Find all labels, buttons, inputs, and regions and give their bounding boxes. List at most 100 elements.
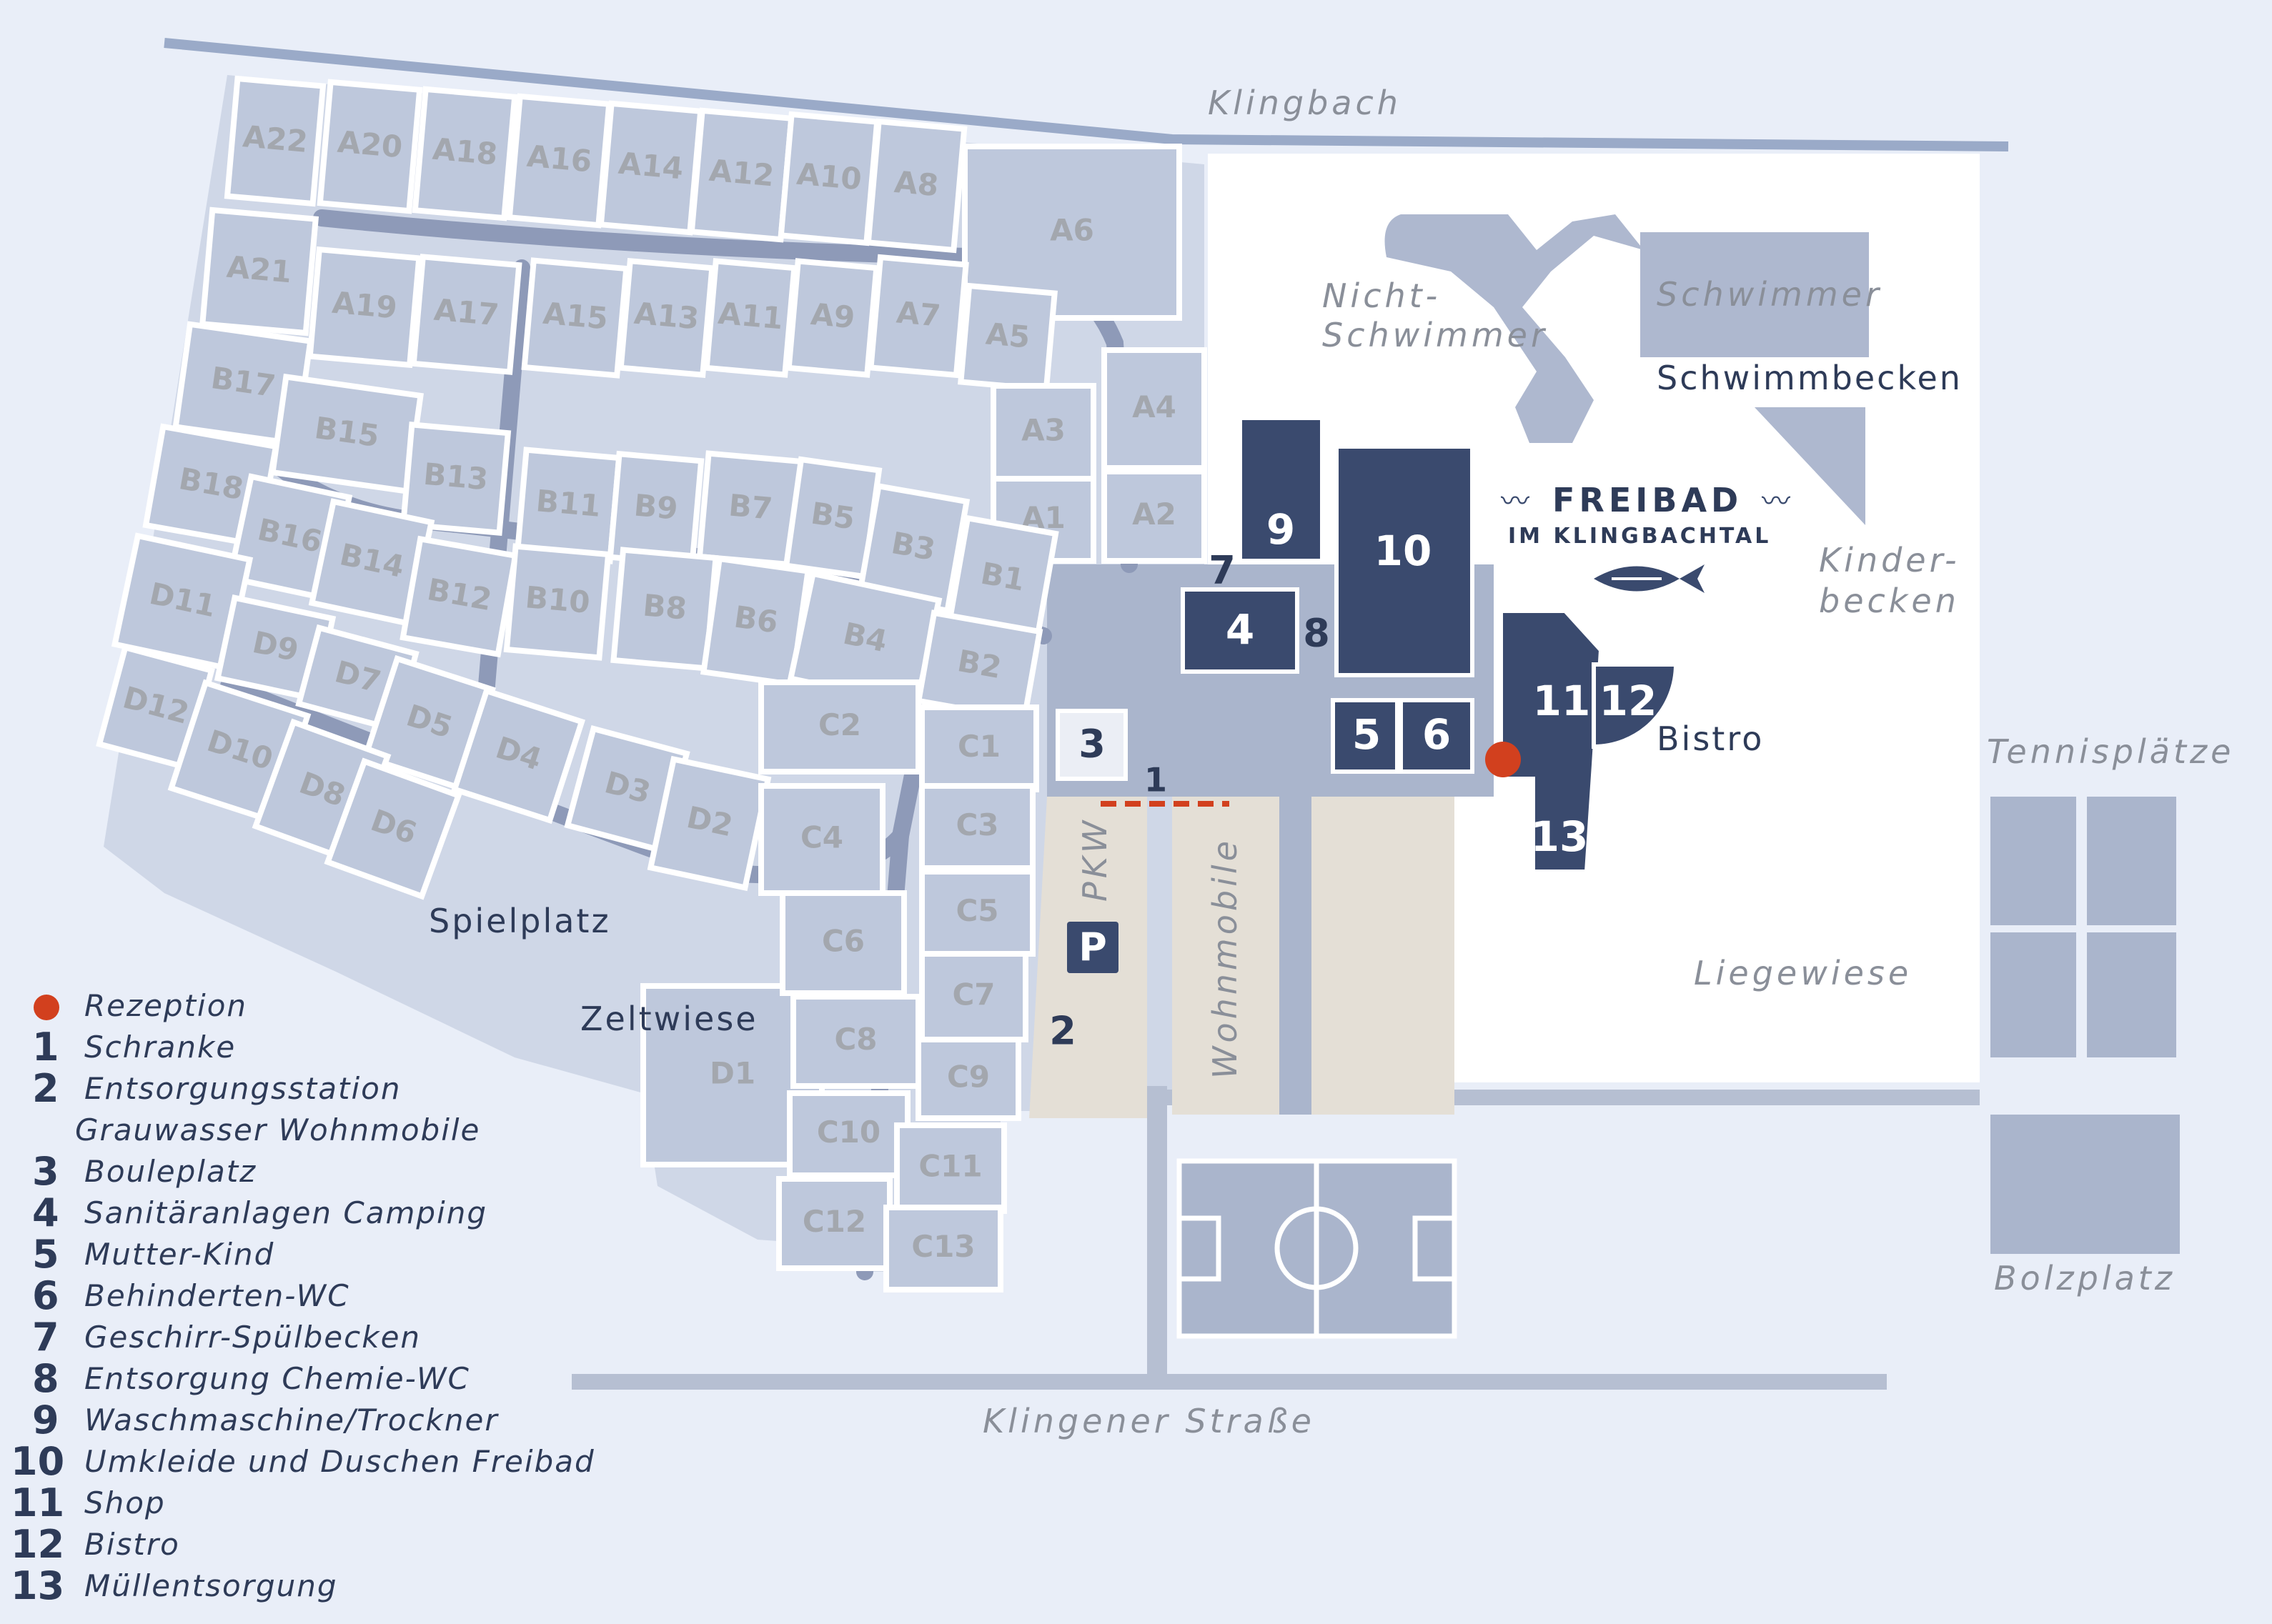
facility-11-building[interactable] [1499, 609, 1604, 874]
plot-a16[interactable]: A16 [506, 93, 612, 229]
plot-a20[interactable]: A20 [317, 79, 423, 214]
plot-c4[interactable]: C4 [758, 783, 886, 896]
tennis-courts [1990, 797, 2176, 1057]
road-klingener-strasse [572, 1374, 1887, 1390]
plot-a17[interactable]: A17 [410, 254, 522, 375]
plot-a19[interactable]: A19 [307, 246, 422, 369]
legend-key: 4 [32, 1190, 59, 1235]
kids-pool [1755, 407, 1865, 525]
plot-a6[interactable]: A6 [962, 144, 1182, 321]
facility-9-building[interactable] [1238, 416, 1324, 563]
plot-d9[interactable]: D9 [214, 594, 337, 703]
plot-label: A14 [617, 146, 685, 186]
plot-label: A22 [242, 119, 309, 159]
plot-shape [883, 1205, 1003, 1292]
facility-4-building[interactable] [1181, 587, 1299, 674]
plot-a21[interactable]: A21 [199, 206, 319, 337]
legend-key: 9 [32, 1398, 59, 1443]
plot-a18[interactable]: A18 [412, 86, 518, 221]
plot-b6[interactable]: B6 [700, 555, 812, 688]
road-label: Klingener Straße [983, 1402, 1315, 1440]
plot-c7[interactable]: C7 [919, 951, 1028, 1042]
facility-5-building[interactable] [1331, 698, 1399, 774]
plot-label: B5 [809, 496, 857, 537]
plot-label: B9 [633, 487, 679, 526]
legend-item: 4 Sanitäranlagen Camping [32, 1190, 487, 1235]
facility-10-building[interactable] [1334, 444, 1474, 677]
plot-b2[interactable]: B2 [915, 609, 1043, 723]
plot-b15[interactable]: B15 [269, 373, 424, 495]
plot-shape [868, 254, 969, 379]
plot-a14[interactable]: A14 [597, 100, 704, 236]
facility-3-boule[interactable] [1056, 709, 1128, 781]
pool-title-label: Schwimmbecken [1657, 359, 1963, 397]
facility-label-1: 1 [1144, 761, 1167, 799]
plot-b13[interactable]: B13 [400, 422, 512, 536]
plot-c9[interactable]: C9 [916, 1037, 1021, 1121]
legend-key: 5 [32, 1232, 59, 1277]
plot-a13[interactable]: A13 [617, 257, 715, 379]
plot-b17[interactable]: B17 [172, 321, 314, 447]
plot-a8[interactable]: A8 [865, 118, 968, 254]
plot-label: B8 [642, 587, 688, 626]
plot-c13[interactable]: C13 [883, 1205, 1003, 1292]
plot-a12[interactable]: A12 [688, 107, 795, 243]
plot-shape [647, 755, 772, 892]
reception-marker[interactable] [1485, 742, 1521, 777]
plot-a4[interactable]: A4 [1101, 347, 1207, 471]
plot-c5[interactable]: C5 [919, 869, 1036, 957]
plot-label: C2 [818, 707, 861, 742]
plot-b11[interactable]: B11 [514, 447, 622, 564]
access-road-vertical [1147, 1086, 1167, 1383]
legend-key: 7 [32, 1315, 59, 1360]
playground-label: Spielplatz [429, 902, 611, 940]
plot-c10[interactable]: C10 [787, 1090, 911, 1178]
plot-shape [785, 258, 880, 378]
plot-d2[interactable]: D2 [647, 755, 772, 892]
plot-label: A16 [525, 139, 593, 179]
plot-d6[interactable]: D6 [324, 757, 462, 900]
legend-label: Sanitäranlagen Camping [84, 1195, 487, 1230]
plot-label: A9 [809, 297, 856, 335]
plot-c2[interactable]: C2 [758, 679, 921, 774]
bistro-label: Bistro [1657, 719, 1764, 758]
plot-shape [324, 757, 462, 900]
plot-a7[interactable]: A7 [868, 254, 969, 379]
plot-a5[interactable]: A5 [958, 282, 1058, 393]
plot-c6[interactable]: C6 [780, 890, 907, 996]
facility-12-building[interactable] [1592, 662, 1679, 749]
plot-b10[interactable]: B10 [503, 543, 612, 661]
plot-a15[interactable]: A15 [521, 257, 630, 379]
plot-c8[interactable]: C8 [790, 994, 921, 1089]
nonswimmer-label-1: Nicht- [1322, 277, 1441, 315]
legend-label: Bistro [84, 1527, 180, 1562]
plot-c12[interactable]: C12 [776, 1176, 893, 1271]
plot-a3[interactable]: A3 [991, 383, 1096, 482]
plot-b14[interactable]: B14 [308, 498, 435, 627]
plot-d4[interactable]: D4 [450, 687, 586, 825]
plot-a11[interactable]: A11 [703, 258, 798, 378]
plot-a2[interactable]: A2 [1101, 469, 1207, 564]
plot-a9[interactable]: A9 [785, 258, 880, 378]
plot-label: A3 [1021, 413, 1066, 448]
plot-c1[interactable]: C1 [919, 704, 1039, 792]
plot-c11[interactable]: C11 [894, 1122, 1007, 1214]
plot-c3[interactable]: C3 [919, 783, 1036, 871]
facility-6-building[interactable] [1399, 698, 1474, 774]
legend-label: Entsorgung Chemie-WC [84, 1361, 470, 1396]
plot-b4[interactable]: B4 [787, 570, 943, 709]
plot-b9[interactable]: B9 [607, 450, 705, 568]
plot-a22[interactable]: A22 [224, 75, 327, 207]
legend-key: 13 [11, 1563, 64, 1608]
facility-label-3: 3 [1078, 722, 1106, 767]
legend-label: Grauwasser Wohnmobile [75, 1112, 480, 1147]
plot-b8[interactable]: B8 [610, 547, 719, 672]
plot-shape [521, 257, 630, 379]
plot-a10[interactable]: A10 [778, 111, 880, 246]
plot-b12[interactable]: B12 [400, 535, 519, 658]
plot-b3[interactable]: B3 [855, 482, 971, 614]
